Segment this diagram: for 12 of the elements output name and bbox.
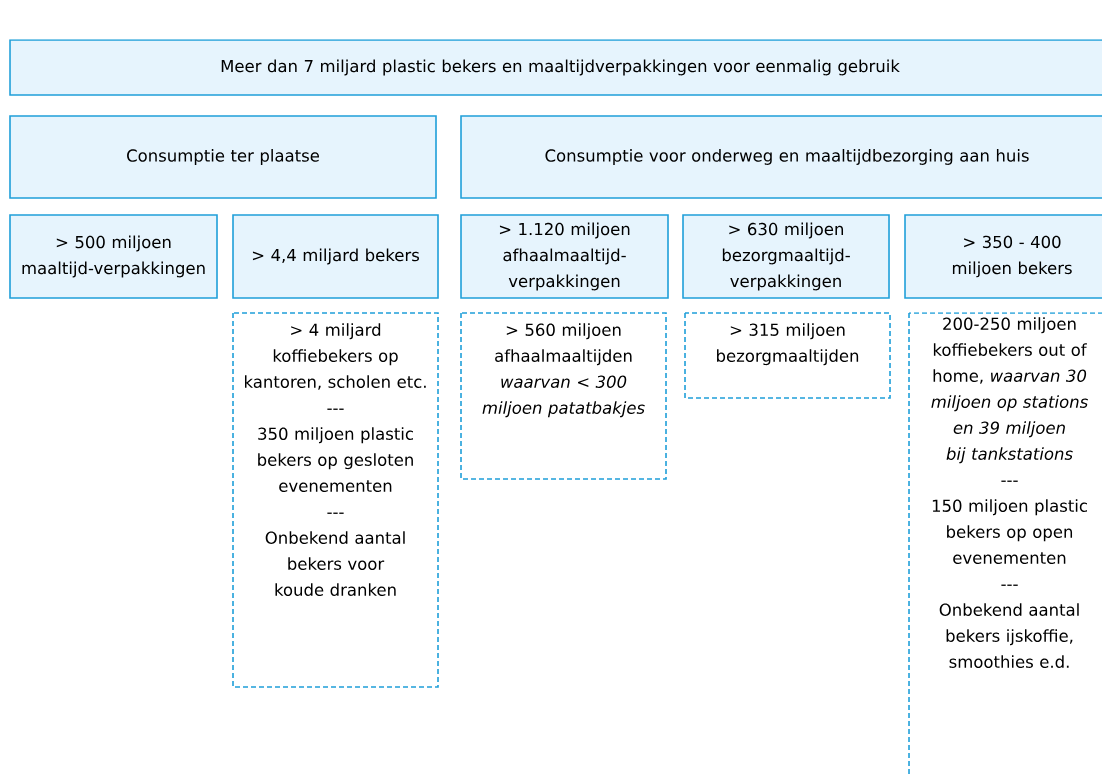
category-box: > 630 miljoen bezorgmaaltijd-verpakkingen [682,214,890,299]
category-box: Consumptie ter plaatse [9,115,437,199]
dashed-box: > 4 miljard koffiebekers op kantoren, scholen etc. --- 350 miljoen plastic bekers op gesloten evenementen --- Onbekend aantal bekers voor koude dranken [232,312,439,688]
category-box: Consumptie voor onderweg en maaltijdbezorging aan huis [460,115,1102,199]
category-box: Meer dan 7 miljard plastic bekers en maaltijdverpakkingen voor eenmalig gebruik [9,39,1102,96]
category-box: > 350 - 400 miljoen bekers [904,214,1102,299]
category-box: > 4,4 miljard bekers [232,214,439,299]
dashed-box: > 560 miljoen afhaalmaaltijden waarvan < 300 miljoen patatbakjes [460,312,667,480]
dashed-box: 200-250 miljoen koffiebekers out of home, waarvan 30 miljoen op stations en 39 miljoen bij tankstations --- 150 miljoen plastic bekers op open evenementen --- Onbekend aantal bekers ijskoffie, smoothies e.d. [908,312,1102,774]
category-box: > 500 miljoen maaltijd-verpakkingen [9,214,218,299]
category-box: > 1.120 miljoen afhaalmaaltijd-verpakkingen [460,214,669,299]
dashed-box: > 315 miljoen bezorgmaaltijden [684,312,891,399]
